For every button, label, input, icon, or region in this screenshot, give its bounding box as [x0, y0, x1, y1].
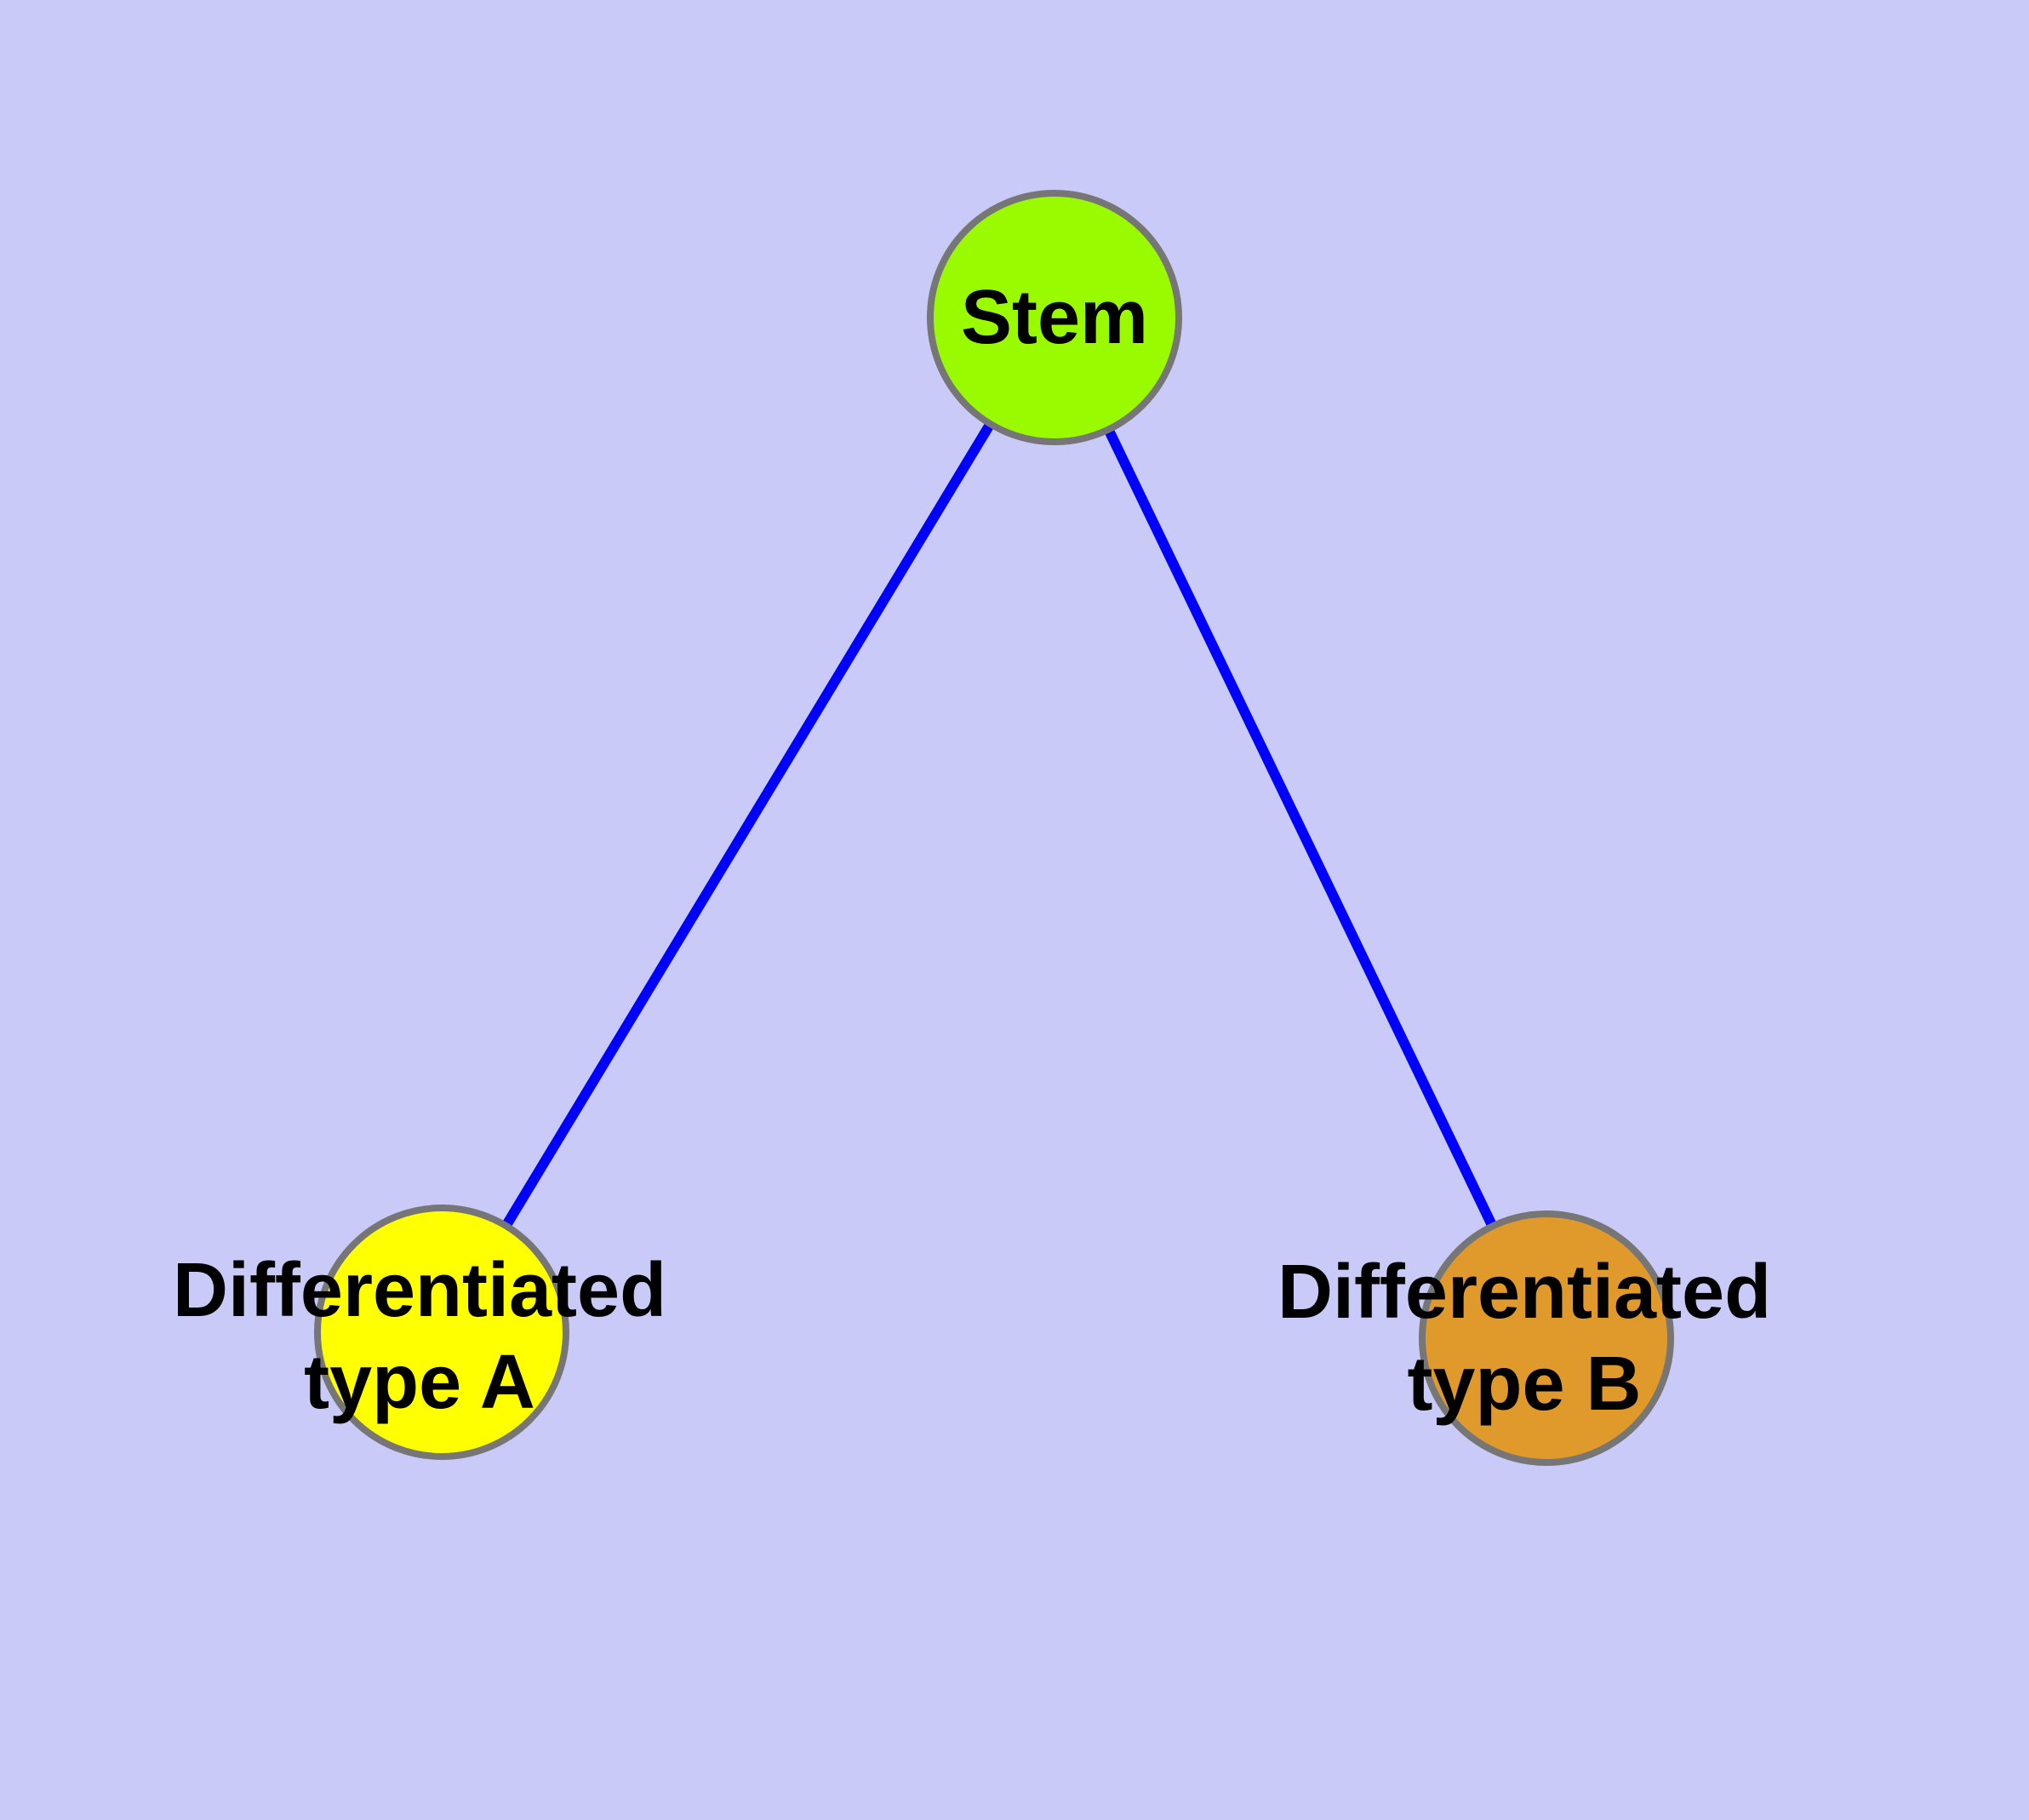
node-differentiated-type-b-circle — [1419, 1210, 1674, 1466]
node-stem-circle — [927, 190, 1182, 445]
edge-stem-to-type-b — [1049, 315, 1552, 1341]
node-differentiated-type-a-circle — [314, 1205, 569, 1460]
edge-stem-to-type-a — [437, 314, 1060, 1336]
